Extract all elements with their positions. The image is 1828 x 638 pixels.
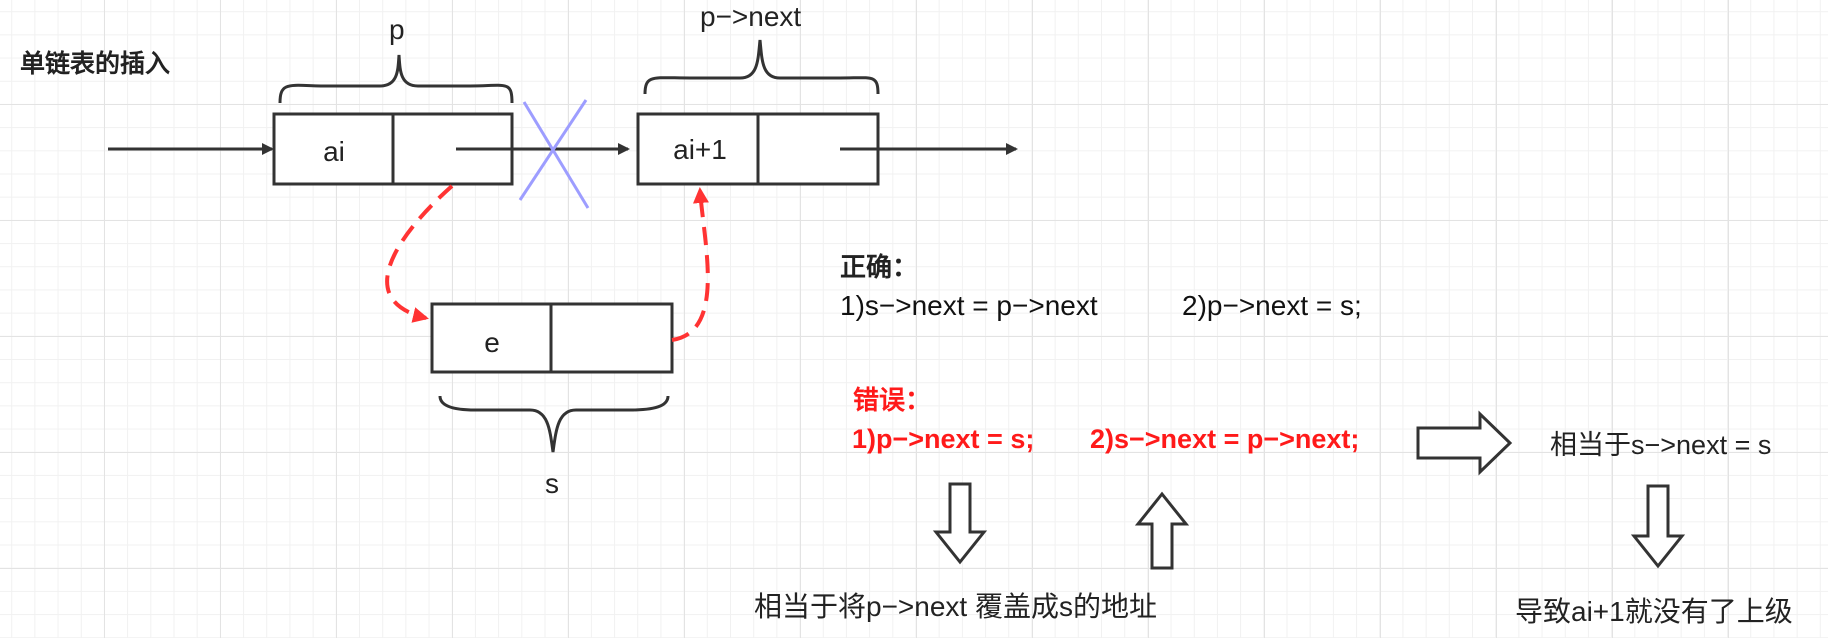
dashed-arrow-e-to-ai1 <box>671 187 710 342</box>
cross-line-2 <box>518 99 588 201</box>
hollow-arrow-right <box>1416 410 1513 476</box>
wrong-step-1: 1)p−>next = s; <box>852 424 1035 454</box>
wrong-step-2: 2)s−>next = p−>next; <box>1090 424 1360 454</box>
node-ai1-label: ai+1 <box>673 134 727 165</box>
note-overwrite: 相当于将p−>next 覆盖成s的地址 <box>754 591 1157 622</box>
brace-pnext <box>643 39 880 95</box>
node-e-label: e <box>484 327 500 358</box>
label-p: p <box>389 14 405 45</box>
label-s: s <box>545 468 559 499</box>
hollow-arrow-up <box>1134 491 1190 570</box>
node-ai-label: ai <box>323 136 345 167</box>
brace-p <box>278 54 514 104</box>
label-p-next: p−>next <box>700 1 802 32</box>
cross-line-1 <box>522 101 590 209</box>
hollow-arrow-down-2 <box>1630 484 1686 569</box>
dashed-arrow-ai-to-e <box>385 184 454 323</box>
wrong-heading: 错误： <box>853 385 932 415</box>
correct-step-2: 2)p−>next = s; <box>1182 290 1362 321</box>
note-consequence: 导致ai+1就没有了上级 <box>1515 596 1793 627</box>
hollow-arrow-down-1 <box>932 482 988 565</box>
diagram-title: 单链表的插入 <box>20 50 171 78</box>
correct-step-1: 1)s−>next = p−>next <box>840 290 1098 321</box>
note-equivalent: 相当于s−>next = s <box>1550 430 1772 460</box>
brace-s <box>438 395 670 453</box>
correct-heading: 正确： <box>840 252 919 282</box>
